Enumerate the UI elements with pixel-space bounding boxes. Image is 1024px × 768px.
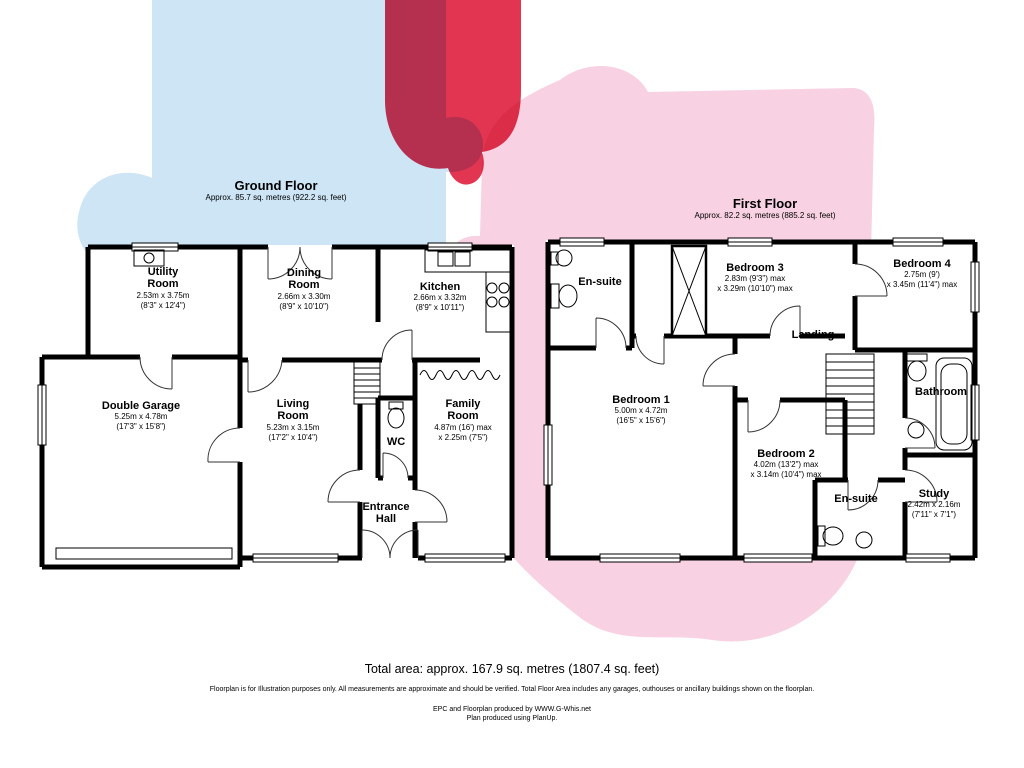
room-label-kitchen: Kitchen 2.66m x 3.32m (8'9" x 10'11") (413, 281, 467, 313)
ground-floor-fixtures (55, 249, 511, 560)
ground-floor-plan (37, 242, 515, 570)
kitchen-hob (486, 282, 510, 308)
first-floor-fixtures (550, 249, 973, 549)
garage-door (55, 547, 233, 560)
disclaimer-text: Floorplan is for Illustration purposes o… (209, 686, 815, 693)
room-label-garage: Double Garage 5.25m x 4.78m (17'3" x 15'… (101, 400, 181, 432)
ensuite-bottom-sink (855, 531, 873, 549)
ground-floor-windows (37, 242, 506, 563)
room-label-bedroom3: Bedroom 3 2.83m (9'3") max x 3.29m (10'1… (717, 262, 793, 294)
family-room-radiator (419, 370, 501, 380)
room-label-bathroom: Bathroom (915, 386, 967, 398)
kitchen-counter-top (424, 249, 511, 273)
total-area-text: Total area: approx. 167.9 sq. metres (18… (364, 662, 660, 676)
room-label-bedroom1: Bedroom 1 5.00m x 4.72m (16'5" x 15'6") (612, 394, 670, 426)
room-label-bedroom4: Bedroom 4 2.75m (9') x 3.45m (11'4") max (886, 258, 958, 290)
epc-credit-text: EPC and Floorplan produced by WWW.G-Whis… (433, 706, 591, 713)
room-label-ensuite-bottom: En-suite (834, 493, 878, 505)
puzzle-piece-red (385, 0, 521, 185)
room-label-utility: Utility Room 2.53m x 3.75m (8'3" x 12'4"… (136, 266, 190, 310)
room-label-ensuite-top: En-suite (578, 276, 622, 288)
planup-credit-text: Plan produced using PlanUp. (466, 715, 558, 722)
airing-cupboard (670, 244, 708, 338)
first-floor-title: First Floor (732, 196, 798, 211)
utility-sink (133, 249, 165, 267)
ground-floor-title: Ground Floor (234, 178, 318, 193)
first-floor-walls (545, 239, 978, 561)
first-floor-stairs (825, 353, 875, 435)
ensuite-bottom-toilet (817, 525, 844, 547)
first-floor-area: Approx. 82.2 sq. metres (885.2 sq. feet) (694, 211, 836, 221)
ground-floor-doors (139, 246, 448, 559)
room-label-bedroom2: Bedroom 2 4.02m (13'2") max x 3.14m (10'… (750, 448, 822, 480)
wc-toilet (387, 401, 405, 429)
first-floor-windows (543, 237, 980, 563)
bathroom-toilet (906, 353, 928, 382)
ground-floor-area: Approx. 85.7 sq. metres (922.2 sq. feet) (205, 193, 347, 203)
room-label-family: Family Room 4.87m (16') max x 2.25m (7'5… (434, 398, 492, 442)
first-floor-plan (543, 237, 980, 563)
ensuite-top-toilet (550, 283, 578, 309)
ground-floor-title-block: Ground Floor Approx. 85.7 sq. metres (92… (205, 178, 347, 204)
first-floor-title-block: First Floor Approx. 82.2 sq. metres (885… (694, 196, 836, 222)
room-label-living: Living Room 5.23m x 3.15m (17'2" x 10'4"… (266, 398, 320, 442)
bathroom-bath (935, 357, 973, 451)
bathroom-sink (907, 421, 925, 439)
room-label-study: Study 2.42m x 2.16m (7'11" x 7'1") (907, 488, 961, 520)
kitchen-counter-side (485, 271, 511, 333)
ground-floor-footprint (40, 245, 514, 569)
room-label-wc: WC (386, 436, 406, 448)
room-label-landing: Landing (791, 329, 835, 341)
first-floor-doors (595, 263, 938, 511)
room-label-dining: Dining Room 2.66m x 3.30m (8'9" x 10'10"… (277, 267, 331, 311)
kitchen-sink (437, 251, 454, 267)
ground-floor-stairs (353, 361, 381, 405)
ensuite-top-sink (550, 249, 573, 267)
room-label-entrance-hall: Entrance Hall (362, 501, 410, 526)
ground-floor-walls (39, 244, 515, 570)
